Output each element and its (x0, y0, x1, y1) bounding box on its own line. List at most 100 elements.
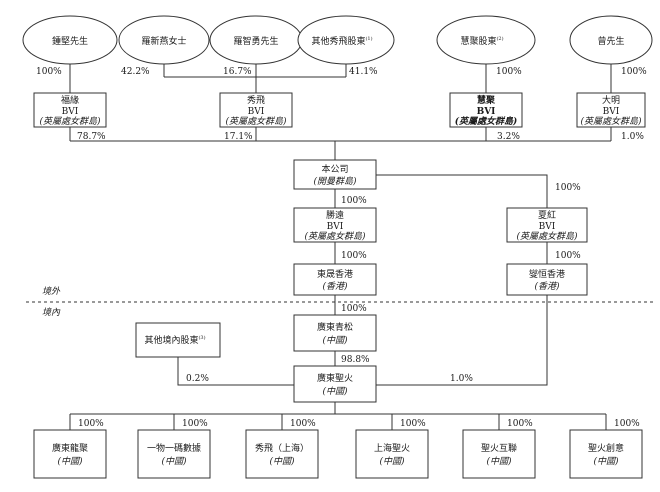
shareholder-huiju: 慧聚股東(2) (436, 15, 536, 65)
subsidiary-yiwuyima-jurisdiction: (中國) (161, 456, 187, 467)
holdco-daming-jurisdiction: (英屬處女群島) (580, 116, 642, 127)
pct-sub-shenghuo-chuangyi: 100% (614, 419, 640, 429)
subsidiary-longju-jurisdiction: (中國) (57, 456, 83, 467)
guangdong-shenghuo-name: 廣東聖火 (317, 372, 353, 384)
shareholder-zeng-label: 曾先生 (597, 35, 624, 47)
dongsheng-hk-jurisdiction: (香港) (322, 281, 348, 292)
company-name: 本公司 (321, 163, 348, 175)
pct-sub-shanghai-shenghuo: 100% (400, 419, 426, 429)
pct-sub-yiwuyima: 100% (182, 419, 208, 429)
subsidiary-shenghuo-hulian: 聖火互聯 (中國) (462, 429, 536, 479)
shareholder-other-xiufei: 其他秀飛股東(1) (297, 15, 395, 65)
subsidiary-shanghai-shenghuo: 上海聖火 (中國) (355, 429, 429, 479)
offshore-label: 境外 (42, 286, 61, 297)
pct-qingsong-shenghuo: 98.8% (341, 355, 370, 365)
holdco-fuyuan-type: BVI (62, 107, 79, 117)
holdco-xiufei: 秀飛 BVI (英屬處女群島) (219, 92, 293, 128)
subsidiary-shenghuo-hulian-jurisdiction: (中國) (486, 456, 512, 467)
holdco-huiju: 慧聚 BVI (英屬處女群島) (449, 92, 523, 128)
pct-sub-shenghuo-hulian: 100% (507, 419, 533, 429)
shareholder-zhong-label: 鍾堅先生 (52, 35, 88, 47)
shengyuan-jurisdiction: (英屬處女群島) (304, 231, 366, 242)
guangdong-shenghuo-jurisdiction: (中國) (322, 386, 348, 397)
subsidiary-shenghuo-chuangyi-name: 聖火創意 (588, 442, 624, 454)
shareholder-huiju-label: 慧聚股東 (460, 35, 496, 47)
subsidiary-xiufei-shanghai-jurisdiction: (中國) (269, 456, 295, 467)
holdco-xiufei-jurisdiction: (英屬處女群島) (225, 116, 287, 127)
wenheng-hk-name: 燮恒香港 (529, 268, 565, 280)
shareholder-luo-zhiyong-label: 羅智勇先生 (233, 35, 278, 47)
subsidiary-shenghuo-chuangyi: 聖火創意 (中國) (569, 429, 643, 479)
holdco-daming: 大明 BVI (英屬處女群島) (576, 92, 646, 128)
shareholder-other-xiufei-label: 其他秀飛股東 (311, 35, 365, 47)
wenheng-hk-jurisdiction: (香港) (534, 281, 560, 292)
pct-luo-xinyan: 42.2% (121, 67, 150, 77)
shareholder-luo-zhiyong: 羅智勇先生 (209, 15, 303, 65)
subsidiary-shenghuo-hulian-name: 聖火互聯 (481, 442, 517, 454)
pct-huiju-company: 3.2% (497, 132, 520, 142)
guangdong-shenghuo-node: 廣東聖火 (中國) (293, 365, 377, 403)
holdco-huiju-type: BVI (477, 107, 496, 117)
xiahong-name: 夏紅 (538, 210, 556, 221)
other-domestic-label: 其他境內股東 (144, 334, 198, 346)
holdco-huiju-jurisdiction: (英屬處女群島) (455, 116, 518, 127)
dongsheng-hk-name: 東晟香港 (317, 268, 353, 280)
guangdong-qingsong-node: 廣東青松 (中國) (293, 314, 377, 352)
pct-sub-xiufei-shanghai: 100% (290, 419, 316, 429)
holdco-fuyuan-jurisdiction: (英屬處女群島) (39, 116, 101, 127)
subsidiary-shanghai-shenghuo-name: 上海聖火 (374, 442, 410, 454)
shengyuan-name: 勝遠 (326, 209, 344, 221)
xiahong-node: 夏紅 BVI (英屬處女群島) (506, 207, 588, 243)
connector-lines (69, 63, 612, 430)
pct-other-xiufei: 41.1% (349, 67, 378, 77)
xiahong-type: BVI (539, 222, 556, 232)
onshore-label: 境內 (42, 307, 61, 318)
holdco-xiufei-type: BVI (248, 107, 265, 117)
pct-huiju-shareholders: 100% (496, 67, 522, 77)
pct-xiufei-company: 17.1% (224, 132, 253, 142)
percentage-labels: 100% 42.2% 16.7% 41.1% 100% 100% 78.7% 1… (36, 67, 647, 429)
subsidiary-xiufei-shanghai: 秀飛（上海） (中國) (245, 429, 319, 479)
svg-text:其他境內股東(3): 其他境內股東(3) (144, 334, 205, 346)
shareholder-luo-xinyan-label: 羅新燕女士 (141, 35, 186, 47)
xiahong-jurisdiction: (英屬處女群島) (516, 231, 578, 242)
svg-text:慧聚股東(2): 慧聚股東(2) (460, 35, 503, 47)
shareholder-zeng: 曾先生 (569, 15, 653, 65)
pct-sub-longju: 100% (78, 419, 104, 429)
shareholder-zhong: 鍾堅先生 (22, 15, 118, 65)
subsidiary-xiufei-shanghai-name: 秀飛（上海） (255, 442, 309, 454)
pct-luo-zhiyong: 16.7% (223, 67, 252, 77)
pct-daming-company: 1.0% (621, 132, 644, 142)
pct-wenheng-shenghuo: 1.0% (450, 374, 473, 384)
other-domestic-note: (3) (198, 334, 205, 341)
subsidiary-longju: 廣東龍聚 (中國) (33, 429, 107, 479)
holdco-daming-type: BVI (603, 107, 620, 117)
guangdong-qingsong-name: 廣東青松 (317, 321, 353, 333)
pct-other-domestic-shenghuo: 0.2% (186, 374, 209, 384)
pct-company-shengyuan: 100% (341, 196, 367, 206)
shareholder-other-xiufei-note: (1) (365, 35, 372, 42)
company-node: 本公司 (開曼群島) (293, 159, 377, 190)
holdco-fuyuan-name: 福緣 (61, 94, 79, 106)
pct-zeng: 100% (621, 67, 647, 77)
shareholder-huiju-note: (2) (496, 35, 503, 42)
subsidiary-longju-name: 廣東龍聚 (52, 442, 88, 454)
holdco-daming-name: 大明 (602, 94, 620, 106)
holdco-fuyuan: 福緣 BVI (英屬處女群島) (33, 92, 107, 128)
guangdong-qingsong-jurisdiction: (中國) (322, 335, 348, 346)
subsidiary-yiwuyima-name: 一物一碼數據 (147, 442, 201, 454)
pct-shengyuan-dongsheng: 100% (341, 251, 367, 261)
holdco-huiju-name: 慧聚 (477, 94, 496, 106)
shareholder-luo-xinyan: 羅新燕女士 (118, 15, 210, 65)
subsidiary-shanghai-shenghuo-jurisdiction: (中國) (379, 456, 405, 467)
pct-dongsheng-qingsong: 100% (341, 304, 367, 314)
wenheng-hk-node: 燮恒香港 (香港) (506, 263, 588, 296)
shengyuan-node: 勝遠 BVI (英屬處女群島) (293, 207, 377, 243)
dongsheng-hk-node: 東晟香港 (香港) (293, 263, 377, 296)
company-jurisdiction: (開曼群島) (313, 176, 357, 187)
pct-fuyuan-company: 78.7% (77, 132, 106, 142)
subsidiary-yiwuyima: 一物一碼數據 (中國) (137, 429, 211, 479)
pct-xiahong-wenheng: 100% (555, 251, 581, 261)
other-domestic-node: 其他境內股東(3) (135, 322, 221, 358)
